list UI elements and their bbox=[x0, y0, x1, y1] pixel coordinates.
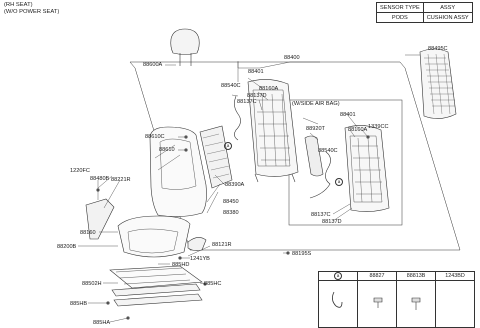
label-88160a-main: 88160A bbox=[259, 86, 279, 92]
label-1339cc: 1339CC bbox=[368, 124, 389, 130]
label-88610: 88610 bbox=[159, 147, 175, 153]
seat-back-group-outline bbox=[129, 61, 461, 251]
leader-lines bbox=[78, 54, 420, 323]
label-88137d-inset: 88137D bbox=[322, 219, 342, 225]
bolt-drawings bbox=[96, 135, 370, 320]
label-1220fc: 1220FC bbox=[70, 168, 90, 174]
headrest-drawing bbox=[170, 28, 200, 66]
header-line-1: (RH SEAT) bbox=[4, 2, 33, 8]
assy-header: ASSY bbox=[422, 2, 473, 13]
label-88495c: 88495C bbox=[428, 46, 448, 52]
label-88600a: 88600A bbox=[143, 62, 163, 68]
sensor-type-header: SENSOR TYPE bbox=[376, 2, 424, 13]
sensor-type-value: PODS bbox=[376, 12, 424, 23]
rear-panel-drawing bbox=[419, 48, 457, 119]
label-88540c-inset: 88540C bbox=[318, 148, 338, 154]
back-pad-drawing bbox=[199, 125, 233, 189]
assy-value: CUSHION ASSY bbox=[422, 12, 473, 23]
legend-col-3: 1243BD bbox=[435, 271, 475, 281]
callout-marker-a-inset: a bbox=[335, 178, 343, 186]
label-885ha: 885HA bbox=[93, 320, 111, 326]
trim-cover-drawing bbox=[187, 237, 207, 251]
seat-track-drawing bbox=[109, 265, 203, 307]
label-88502h: 88502H bbox=[82, 281, 102, 287]
label-88380: 88380 bbox=[223, 210, 239, 216]
label-88450: 88450 bbox=[223, 199, 239, 205]
inset-wire-drawing bbox=[309, 151, 331, 199]
seat-back-frame-drawing bbox=[247, 79, 299, 183]
label-88610c: 88610C bbox=[145, 134, 165, 140]
label-88200b: 88200B bbox=[57, 244, 77, 250]
fastener-legend-table: a 88827 88813B 1243BD bbox=[318, 271, 475, 328]
sensor-type-table: SENSOR TYPE ASSY PODS CUSHION ASSY bbox=[376, 2, 473, 23]
label-88390a: 88390A bbox=[225, 182, 245, 188]
label-88121r: 88121R bbox=[212, 242, 232, 248]
seat-back-cover-drawing bbox=[149, 126, 207, 217]
side-shield-drawing bbox=[85, 198, 115, 240]
header-line-2: (W/O POWER SEAT) bbox=[4, 9, 60, 15]
label-88137c-inset: 88137C bbox=[311, 212, 331, 218]
label-885hd: 885HD bbox=[172, 262, 190, 268]
label-1241yb: 1241YB bbox=[190, 256, 210, 262]
label-88400: 88400 bbox=[284, 55, 300, 61]
label-88540c-main: 88540C bbox=[221, 83, 241, 89]
legend-marker: a bbox=[334, 272, 342, 280]
label-88920t: 88920T bbox=[306, 126, 325, 132]
label-88480b: 88480B bbox=[90, 176, 110, 182]
callout-marker-a-main: a bbox=[224, 142, 232, 150]
airbag-module-drawing bbox=[304, 135, 324, 177]
label-885hc: 885HC bbox=[204, 281, 222, 287]
label-88137d-main: 88137D bbox=[247, 93, 267, 99]
label-88401-inset: 88401 bbox=[340, 112, 356, 118]
label-88137c-main: 88137C bbox=[237, 99, 257, 105]
inset-title: (W/SIDE AIR BAG) bbox=[292, 101, 340, 107]
label-88160: 88160 bbox=[80, 230, 96, 236]
label-88195s: 88195S bbox=[292, 251, 312, 257]
wire-harness-drawing bbox=[234, 95, 241, 141]
legend-col-1: 88827 bbox=[357, 271, 397, 281]
label-88160a-inset: 88160A bbox=[348, 127, 368, 133]
legend-col-2: 88813B bbox=[396, 271, 436, 281]
label-885hb: 885HB bbox=[70, 301, 88, 307]
label-88401-main: 88401 bbox=[248, 69, 264, 75]
label-88221r: 88221R bbox=[111, 177, 131, 183]
inset-frame-drawing bbox=[344, 125, 390, 212]
seat-cushion-drawing bbox=[117, 215, 191, 258]
